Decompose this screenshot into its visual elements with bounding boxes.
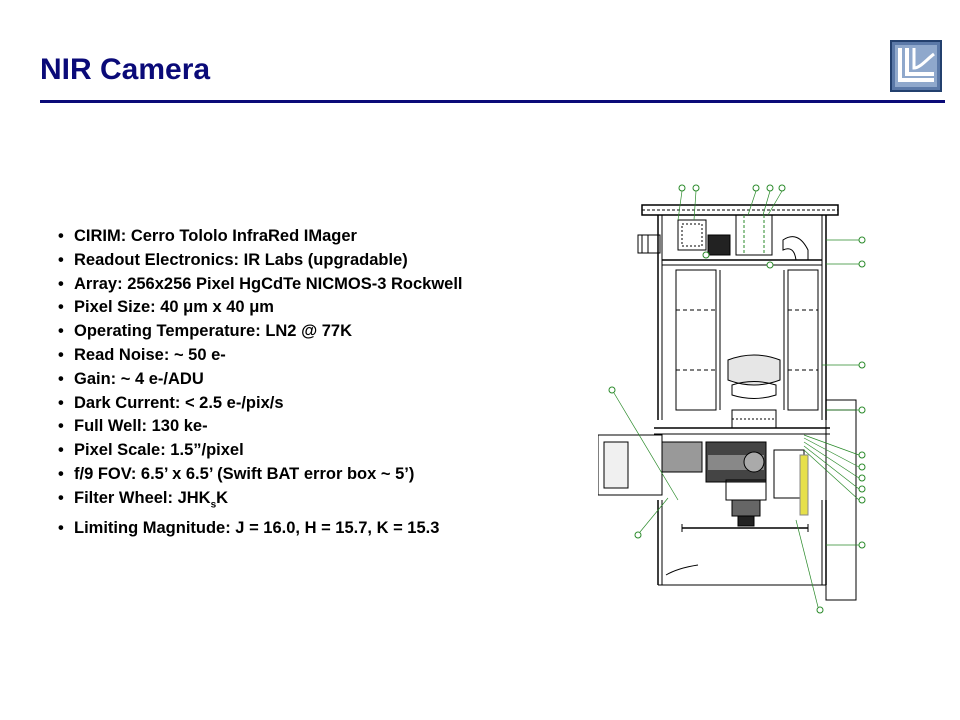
- title-divider: [40, 100, 945, 103]
- spec-item: •Limiting Magnitude: J = 16.0, H = 15.7,…: [58, 518, 440, 537]
- spec-item: •Gain: ~ 4 e-/ADU: [58, 369, 204, 388]
- spec-item: •Operating Temperature: LN2 @ 77K: [58, 322, 353, 341]
- camera-schematic-icon: [598, 184, 866, 614]
- spec-item: •Readout Electronics: IR Labs (upgradabl…: [58, 250, 408, 269]
- spec-item: •Filter Wheel: JHKsK: [58, 488, 229, 511]
- spec-item: •CIRIM: Cerro Tololo InfraRed IMager: [58, 227, 357, 245]
- spec-item: •Pixel Size: 40 μm x 40 μm: [58, 298, 274, 317]
- spec-item: •Pixel Scale: 1.5”/pixel: [58, 441, 244, 460]
- spec-item: •Read Noise: ~ 50 e-: [58, 345, 226, 364]
- spec-item: •f/9 FOV: 6.5’ x 6.5’ (Swift BAT error b…: [58, 464, 415, 483]
- slide-title: NIR Camera: [40, 53, 211, 86]
- llnl-logo-icon: [890, 40, 942, 92]
- spec-item: •Array: 256x256 Pixel HgCdTe NICMOS-3 Ro…: [58, 274, 463, 293]
- spec-item: •Dark Current: < 2.5 e-/pix/s: [58, 393, 284, 412]
- spec-item: •Full Well: 130 ke-: [58, 417, 208, 436]
- spec-list: •CIRIM: Cerro Tololo InfraRed IMager •Re…: [58, 225, 463, 541]
